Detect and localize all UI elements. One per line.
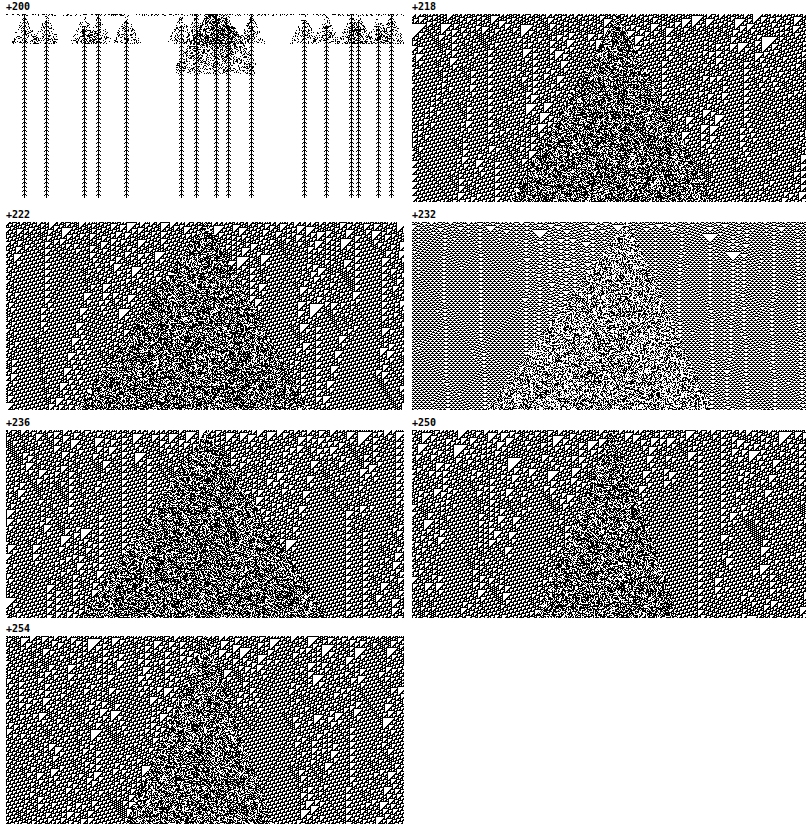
automaton-panel (6, 430, 404, 618)
automaton-panel (6, 14, 404, 202)
rule-label: +222 (5, 209, 31, 221)
rule-label: +218 (411, 1, 437, 13)
automaton-panel (6, 636, 404, 824)
rule-label: +250 (411, 417, 437, 429)
automaton-panel (6, 222, 404, 410)
automaton-panel (412, 14, 806, 202)
rule-label: +232 (411, 209, 437, 221)
rule-label: +254 (5, 623, 31, 635)
rule-label: +236 (5, 417, 31, 429)
automaton-panel (412, 222, 806, 410)
rule-label: +200 (5, 1, 31, 13)
automaton-panel (412, 430, 806, 618)
